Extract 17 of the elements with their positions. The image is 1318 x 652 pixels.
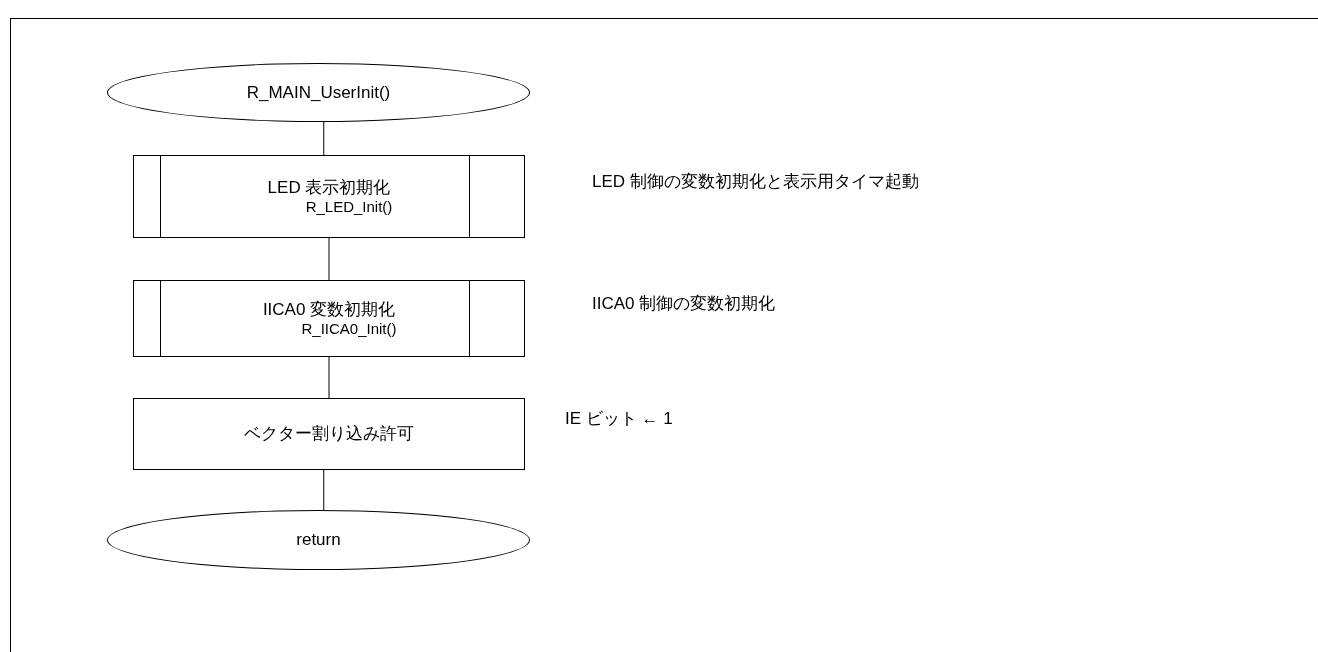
function-name: R_LED_Init() bbox=[305, 197, 393, 217]
node-label: return bbox=[296, 529, 341, 551]
annotation-text: IE ビット ← 1 bbox=[565, 408, 673, 430]
function-name: R_IICA0_Init() bbox=[301, 319, 397, 339]
annotation-text: LED 制御の変数初期化と表示用タイマ起動 bbox=[592, 170, 919, 193]
connector-line bbox=[323, 121, 325, 156]
node-label: IICA0 変数初期化 bbox=[262, 298, 396, 320]
process-box bbox=[133, 398, 525, 470]
subroutine-box bbox=[133, 280, 525, 357]
node-label: ベクター割り込み許可 bbox=[244, 423, 414, 445]
subroutine-box bbox=[133, 155, 525, 238]
node-label: LED 表示初期化 bbox=[267, 176, 391, 198]
node-label: R_MAIN_UserInit() bbox=[246, 81, 391, 104]
connector-line bbox=[323, 469, 325, 511]
connector-line bbox=[328, 237, 330, 281]
annotation-text: IICA0 制御の変数初期化 bbox=[592, 292, 776, 315]
connector-line bbox=[328, 356, 330, 399]
